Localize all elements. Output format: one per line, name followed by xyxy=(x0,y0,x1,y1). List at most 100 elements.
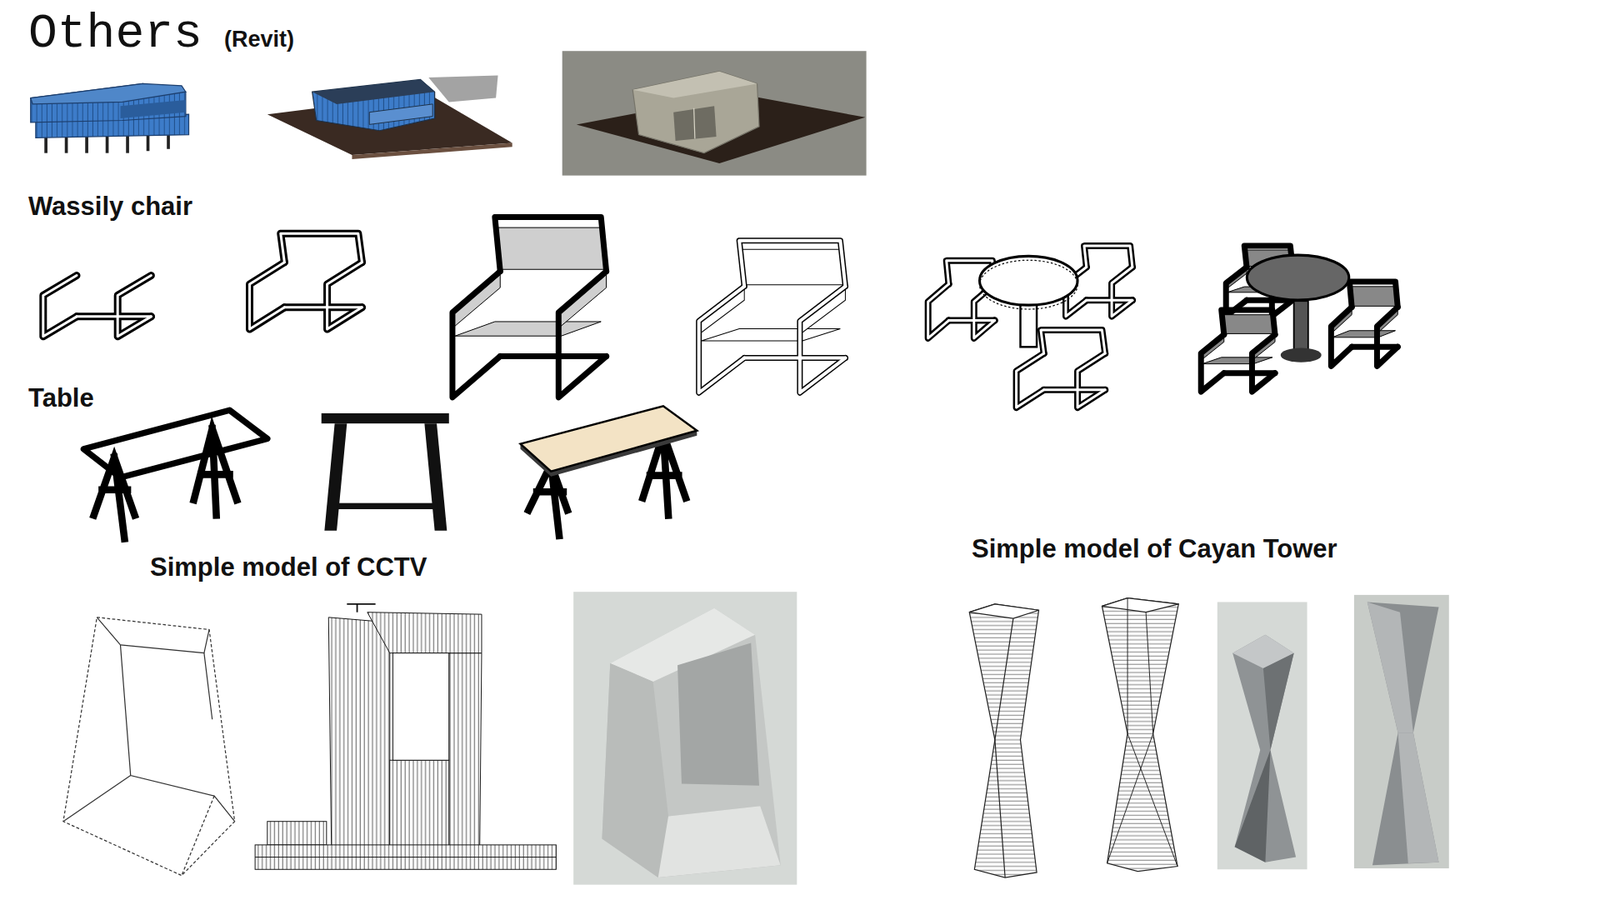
cctv-wireframe-part xyxy=(96,617,210,654)
chair-outline-part xyxy=(699,249,846,341)
trestle-table-outline-part xyxy=(194,428,237,515)
cayan-wireframe-part xyxy=(969,604,1039,619)
cayan-render-model xyxy=(1354,595,1450,869)
section-heading: Wassily chair xyxy=(28,193,193,220)
cayan-shaded-model-part xyxy=(1232,635,1296,863)
table-chair-set-shaded-part-part xyxy=(1330,281,1398,366)
table-chair-set-shaded-part-part xyxy=(1200,310,1275,392)
cayan-wireframe-dense-part xyxy=(1101,598,1179,613)
cayan-shaded-model-part xyxy=(1235,750,1271,863)
chair-with-fabric-part xyxy=(452,227,607,336)
page-title: Others xyxy=(28,10,203,59)
trestle-table-wood-part xyxy=(520,405,697,471)
cctv-wireframe-part xyxy=(181,795,215,876)
trestle-table-wood xyxy=(520,405,697,536)
table-chair-set-shaded xyxy=(1200,245,1398,392)
table-chair-set-line-part xyxy=(980,260,1079,310)
cctv-elevation-part xyxy=(367,612,482,654)
chair-outline xyxy=(699,240,846,393)
chair-frame-full xyxy=(250,233,363,330)
building-model-site-part xyxy=(428,75,498,103)
building-model-blue-part xyxy=(30,83,186,104)
table-front-view xyxy=(321,413,450,531)
table-chair-set-line-part-part xyxy=(1016,330,1106,408)
table-front-view-part xyxy=(321,413,450,424)
table-chair-set-shaded-part xyxy=(1294,300,1309,352)
cctv-shaded-model-part xyxy=(677,642,760,785)
cctv-elevation-part xyxy=(267,821,327,845)
cayan-wireframe-part xyxy=(995,618,1014,878)
table-chair-set-shaded-part-part xyxy=(1330,286,1398,338)
cctv-elevation-part xyxy=(255,845,556,870)
chair-outline-part xyxy=(699,240,846,393)
cctv-shaded-model-part xyxy=(601,608,780,878)
cayan-shaded-model-part xyxy=(1263,653,1295,750)
cctv-wireframe-part xyxy=(63,617,235,876)
table-chair-set-line-part xyxy=(1016,330,1106,408)
building-model-render-part xyxy=(673,105,716,141)
cctv-elevation-part xyxy=(346,603,375,605)
cctv-elevation-part xyxy=(328,617,390,863)
table-chair-set-shaded-part xyxy=(1200,310,1275,392)
chair-with-fabric xyxy=(452,217,607,398)
cayan-shaded-model xyxy=(1217,601,1308,870)
cayan-wireframe xyxy=(969,604,1039,878)
cctv-elevation xyxy=(255,604,556,870)
trestle-table-wood-part xyxy=(528,464,568,536)
cctv-elevation-part xyxy=(255,856,556,858)
building-model-render-part xyxy=(632,71,757,99)
cayan-render-model-part xyxy=(1354,595,1450,869)
table-chair-set-shaded-part xyxy=(1330,281,1398,366)
building-model-site-part xyxy=(312,80,435,131)
cctv-wireframe xyxy=(63,617,235,876)
section-heading: Simple model of CCTV xyxy=(150,554,427,580)
cayan-wireframe-dense-part xyxy=(1101,598,1179,872)
section-heading: Table xyxy=(28,385,95,411)
cctv-wireframe-part xyxy=(120,645,212,720)
cayan-wireframe-part xyxy=(969,604,1039,878)
building-model-render-part xyxy=(562,50,867,175)
cctv-shaded-model xyxy=(573,591,797,885)
table-chair-set-line xyxy=(928,245,1133,408)
cctv-elevation-part xyxy=(392,653,449,761)
building-model-blue-part xyxy=(120,100,185,119)
cayan-render-model-part xyxy=(1398,732,1440,864)
software-note: (Revit) xyxy=(224,28,295,51)
cayan-wireframe-dense-part xyxy=(1107,598,1178,867)
table-chair-set-line-part-part xyxy=(1016,330,1106,408)
building-model-render-part xyxy=(632,71,760,154)
cctv-wireframe-part xyxy=(120,645,235,822)
building-model-site-part xyxy=(351,142,512,160)
building-model-site xyxy=(267,75,513,160)
chair-frame-full-part xyxy=(250,233,363,330)
cayan-shaded-model-part xyxy=(1217,601,1308,870)
cctv-shaded-model-part xyxy=(573,591,797,885)
table-chair-set-shaded-part xyxy=(1280,348,1322,363)
trestle-table-outline-part xyxy=(94,457,135,540)
chair-frame-full-part xyxy=(250,233,363,330)
building-model-blue-part xyxy=(30,83,186,123)
chair-outline-part xyxy=(699,240,846,393)
cctv-elevation-part xyxy=(449,653,482,863)
table-chair-set-line-part xyxy=(980,255,1079,305)
chair-frame-sides-part xyxy=(43,275,152,337)
chair-with-fabric-part xyxy=(452,217,607,398)
table-chair-set-line-part xyxy=(1020,300,1037,347)
trestle-table-outline xyxy=(83,410,267,539)
table-front-view-part xyxy=(324,423,347,531)
cctv-shaded-model-part xyxy=(658,805,781,878)
chair-frame-sides xyxy=(43,275,152,337)
building-model-blue xyxy=(30,83,190,153)
chair-frame-sides-part xyxy=(43,275,152,337)
cayan-wireframe-dense xyxy=(1101,598,1179,872)
building-model-render-part xyxy=(694,108,695,140)
cayan-render-model-part xyxy=(1367,601,1440,865)
table-front-view-part xyxy=(336,503,437,510)
building-model-site-part xyxy=(312,80,435,105)
table-chair-set-shaded-part xyxy=(1246,255,1349,300)
table-front-view-part xyxy=(424,423,447,531)
cctv-elevation-part xyxy=(356,604,359,613)
cctv-wireframe-part xyxy=(63,775,131,822)
